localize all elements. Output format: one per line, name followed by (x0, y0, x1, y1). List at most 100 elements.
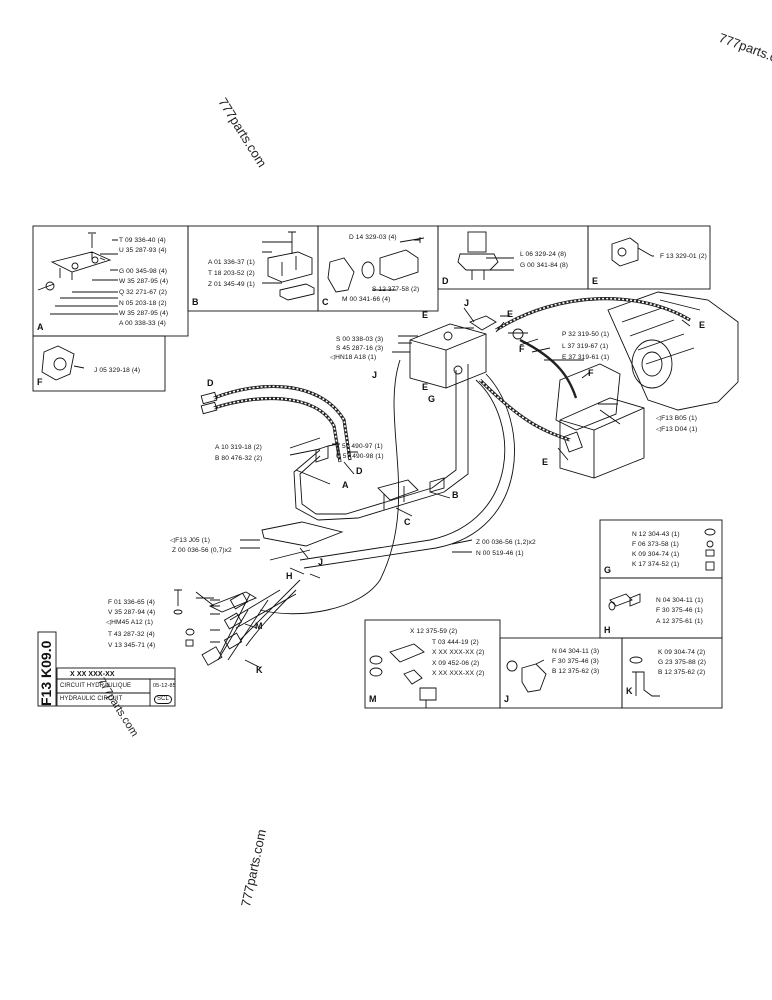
label-v35: V 35 287-94 (4) (108, 609, 156, 616)
label-a10: A 10 319-18 (2) (215, 444, 262, 451)
inset-A-label-6: N 05 203-18 (2) (119, 300, 167, 307)
label-t43: T 43 287-32 (4) (108, 631, 155, 638)
box-letter-A: A (37, 322, 44, 332)
document-code: F13 K09.0 (38, 640, 54, 706)
inset-D-label-1: L 06 329-24 (8) (520, 251, 567, 258)
inset-K-label-3: B 12 375-62 (2) (658, 669, 706, 676)
inset-C-label-1: D 14 329-03 (4) (349, 234, 397, 241)
inset-H-label-1: N 04 304-11 (1) (656, 597, 704, 604)
inset-K-frame (621, 637, 723, 709)
inset-M-label-4: X 09 452-06 (2) (432, 660, 480, 667)
label-f13b05: ◁F13 B05 (1) (656, 415, 698, 422)
callout-E2: E (507, 309, 514, 319)
inset-M-label-2: T 03 444-19 (2) (432, 639, 479, 646)
callout-J3: J (318, 557, 324, 567)
label-f13d04: ◁F13 D04 (1) (656, 426, 698, 433)
callout-J1: J (464, 298, 470, 308)
label-z00b: Z 00 036-56 (1,2)x2 (476, 539, 536, 546)
inset-J-label-1: N 04 304-11 (3) (552, 648, 600, 655)
callout-E4: E (422, 382, 429, 392)
label-z00a: Z 00 036-56 (0,7)x2 (172, 547, 232, 554)
label-hn18: ◁HN18 A18 (1) (330, 354, 377, 361)
inset-H-label-2: F 30 375-46 (1) (656, 607, 703, 614)
title-logo: SCL (154, 695, 172, 704)
box-letter-M: M (369, 694, 377, 704)
inset-B-label-2: T 18 203-52 (2) (208, 270, 255, 277)
inset-A-label-1: T 09 336-40 (4) (119, 237, 166, 244)
box-letter-F: F (37, 377, 43, 387)
label-p32: P 32 319-50 (1) (562, 331, 610, 338)
label-l37: L 37 319-67 (1) (562, 343, 609, 350)
callout-F1: F (519, 344, 525, 354)
callout-E1: E (422, 310, 429, 320)
label-s00: S 00 338-03 (3) (336, 336, 384, 343)
callout-M: M (255, 621, 263, 631)
title-block-frame (56, 667, 176, 707)
inset-G-label-1: N 12 304-43 (1) (632, 531, 680, 538)
callout-J2: J (372, 370, 378, 380)
inset-K-label-1: K 09 304-74 (2) (658, 649, 706, 656)
inset-K-label-2: G 23 375-88 (2) (658, 659, 707, 666)
inset-G-label-3: K 09 304-74 (1) (632, 551, 680, 558)
inset-C-label-2: S 12 377-58 (2) (372, 286, 420, 293)
inset-A-label-8: A 00 338-33 (4) (119, 320, 166, 327)
label-f13j05: ◁F13 J05 (1) (170, 537, 210, 544)
inset-F-frame (32, 335, 166, 392)
title-date: 05-12-85 (153, 683, 176, 689)
box-letter-E: E (592, 276, 599, 286)
inset-A-label-4: W 35 287-95 (4) (119, 278, 169, 285)
inset-J-label-3: B 12 375-62 (3) (552, 668, 600, 675)
inset-F-label-1: J 05 329-18 (4) (94, 367, 141, 374)
label-n00: N 00 519-46 (1) (476, 550, 524, 557)
inset-A-label-7: W 35 287-95 (4) (119, 310, 169, 317)
label-hm45: ◁HM45 A12 (1) (106, 619, 154, 626)
box-letter-D: D (442, 276, 449, 286)
callout-B: B (452, 490, 459, 500)
box-letter-K: K (626, 686, 633, 696)
callout-F2: F (588, 368, 594, 378)
inset-A-label-3: G 00 345-98 (4) (119, 268, 168, 275)
inset-M-label-5: X XX XXX-XX (2) (432, 670, 485, 677)
box-letter-G: G (604, 565, 612, 575)
callout-K: K (256, 665, 263, 675)
box-letter-C: C (322, 297, 329, 307)
callout-A: A (342, 480, 349, 490)
inset-B-label-1: A 01 336-37 (1) (208, 259, 255, 266)
inset-A-label-2: U 35 287-93 (4) (119, 247, 167, 254)
label-v13: V 13 345-71 (4) (108, 642, 156, 649)
inset-E-frame (587, 225, 711, 290)
inset-G-frame (599, 519, 723, 579)
label-b80: B 80 476-32 (2) (215, 455, 263, 462)
doc-code-frame (37, 631, 57, 707)
label-u57: U 57 490-98 (1) (336, 453, 384, 460)
label-e37: E 37 319-61 (1) (562, 354, 610, 361)
inset-D-label-2: G 00 341-84 (8) (520, 262, 569, 269)
callout-C: C (404, 517, 411, 527)
title-part-number: X XX XXX-XX (70, 671, 115, 678)
callout-E3: E (699, 320, 706, 330)
inset-B-frame (187, 225, 319, 312)
box-letter-B: B (192, 297, 199, 307)
inset-C-label-3: M 00 341-66 (4) (342, 296, 391, 303)
inset-M-label-1: X 12 375-59 (2) (410, 628, 458, 635)
inset-A-label-5: Q 32 271-67 (2) (119, 289, 168, 296)
inset-H-label-3: A 12 375-61 (1) (656, 618, 703, 625)
inset-M-label-3: X XX XXX-XX (2) (432, 649, 485, 656)
inset-E-label-1: F 13 329-01 (2) (660, 253, 707, 260)
callout-D: D (207, 378, 214, 388)
inset-G-label-4: K 17 374-52 (1) (632, 561, 680, 568)
title-english: HYDRAULIC CIRCUIT (60, 696, 123, 702)
label-f01: F 01 336-65 (4) (108, 599, 155, 606)
label-t57: T 57 490-97 (1) (336, 443, 383, 450)
label-s45: S 45 287-16 (3) (336, 345, 384, 352)
callout-H: H (286, 571, 293, 581)
inset-J-label-2: F 30 375-46 (3) (552, 658, 599, 665)
callout-E5: E (542, 457, 549, 467)
callout-D2: D (356, 466, 363, 476)
box-letter-H: H (604, 625, 611, 635)
callout-G: G (428, 394, 436, 404)
inset-B-label-3: Z 01 345-49 (1) (208, 281, 255, 288)
inset-G-label-2: F 06 373-58 (1) (632, 541, 679, 548)
box-letter-J: J (504, 694, 510, 704)
